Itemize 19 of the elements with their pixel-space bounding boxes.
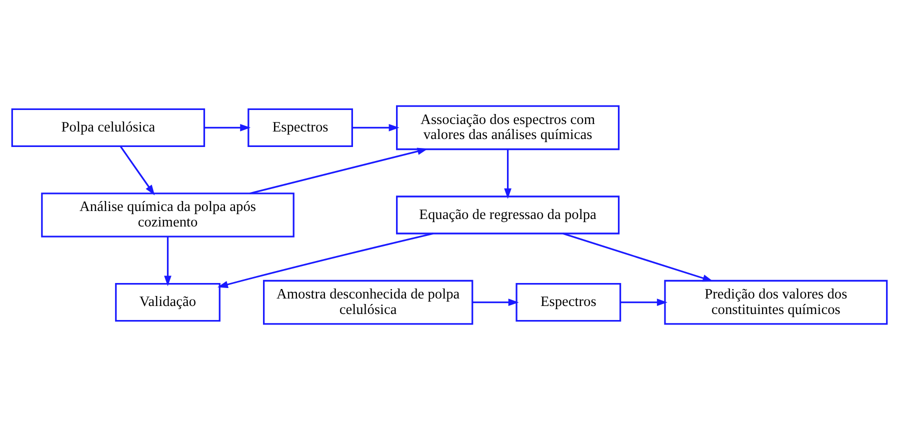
node-box: Validação xyxy=(115,283,220,322)
arrow xyxy=(164,236,172,286)
node-box: Associação dos espectros com valores das análises químicas xyxy=(396,105,620,150)
arrow xyxy=(217,232,434,288)
arrow xyxy=(120,146,155,196)
arrow xyxy=(204,124,251,132)
node-box: Polpa celulósica xyxy=(11,108,206,147)
arrow xyxy=(352,124,400,132)
node-box: Espectros xyxy=(516,283,622,322)
arrow xyxy=(562,232,714,282)
node-box: Espectros xyxy=(248,108,353,147)
node-box: Equação de regressao da polpa xyxy=(396,196,620,234)
arrow xyxy=(472,298,519,306)
node-box: Predição dos valores dos constituintes químicos xyxy=(664,280,888,325)
node-box: Amostra desconhecida de polpa celulósica xyxy=(263,280,474,325)
arrow xyxy=(620,298,668,306)
arrow xyxy=(250,148,428,194)
arrow xyxy=(504,149,512,199)
node-box: Análise química da polpa após cozimento xyxy=(41,192,294,238)
